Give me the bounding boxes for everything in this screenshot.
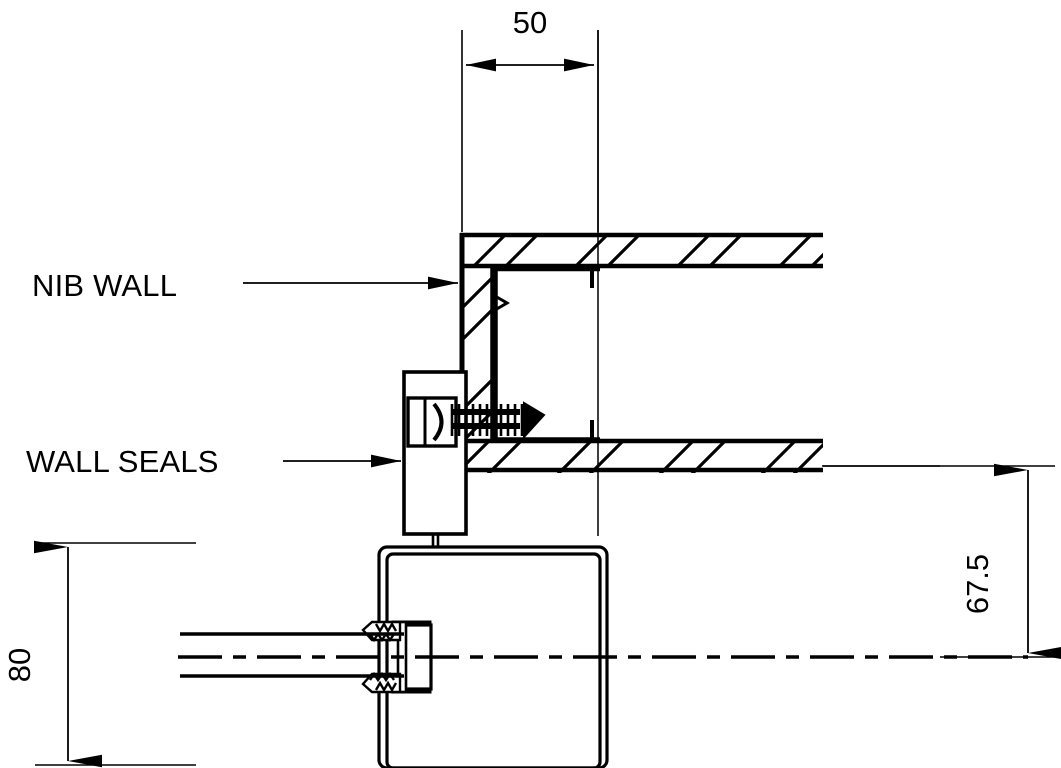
screw-head-curve <box>432 402 444 442</box>
screw-head-housing <box>406 396 458 448</box>
leader-nib-wall: NIB WALL <box>32 268 458 303</box>
screw-tip <box>523 401 546 440</box>
label-nib-wall: NIB WALL <box>32 268 177 303</box>
lower-post-assembly <box>180 545 609 768</box>
bottom-wall-hatch <box>463 440 823 473</box>
dimension-67-5: 67.5 <box>822 463 1061 660</box>
nib-wall-section <box>459 232 823 473</box>
seal-teeth-upper <box>361 620 402 643</box>
post-inner-outline <box>385 552 602 768</box>
wall-seals-block <box>402 370 468 548</box>
top-wall-hatch <box>469 233 823 268</box>
dimension-value-67-5: 67.5 <box>960 554 995 614</box>
dimension-value-50: 50 <box>513 5 547 40</box>
label-wall-seals: WALL SEALS <box>26 444 219 479</box>
channel-notch-icon <box>494 294 510 312</box>
fastener-screw <box>450 401 546 440</box>
screw-threads <box>450 404 524 436</box>
dimension-50: 50 <box>461 5 599 232</box>
leader-wall-seals: WALL SEALS <box>26 444 401 479</box>
seal-block-body <box>402 370 468 536</box>
dimension-80: 80 <box>2 540 196 768</box>
dimension-value-80: 80 <box>2 648 37 682</box>
